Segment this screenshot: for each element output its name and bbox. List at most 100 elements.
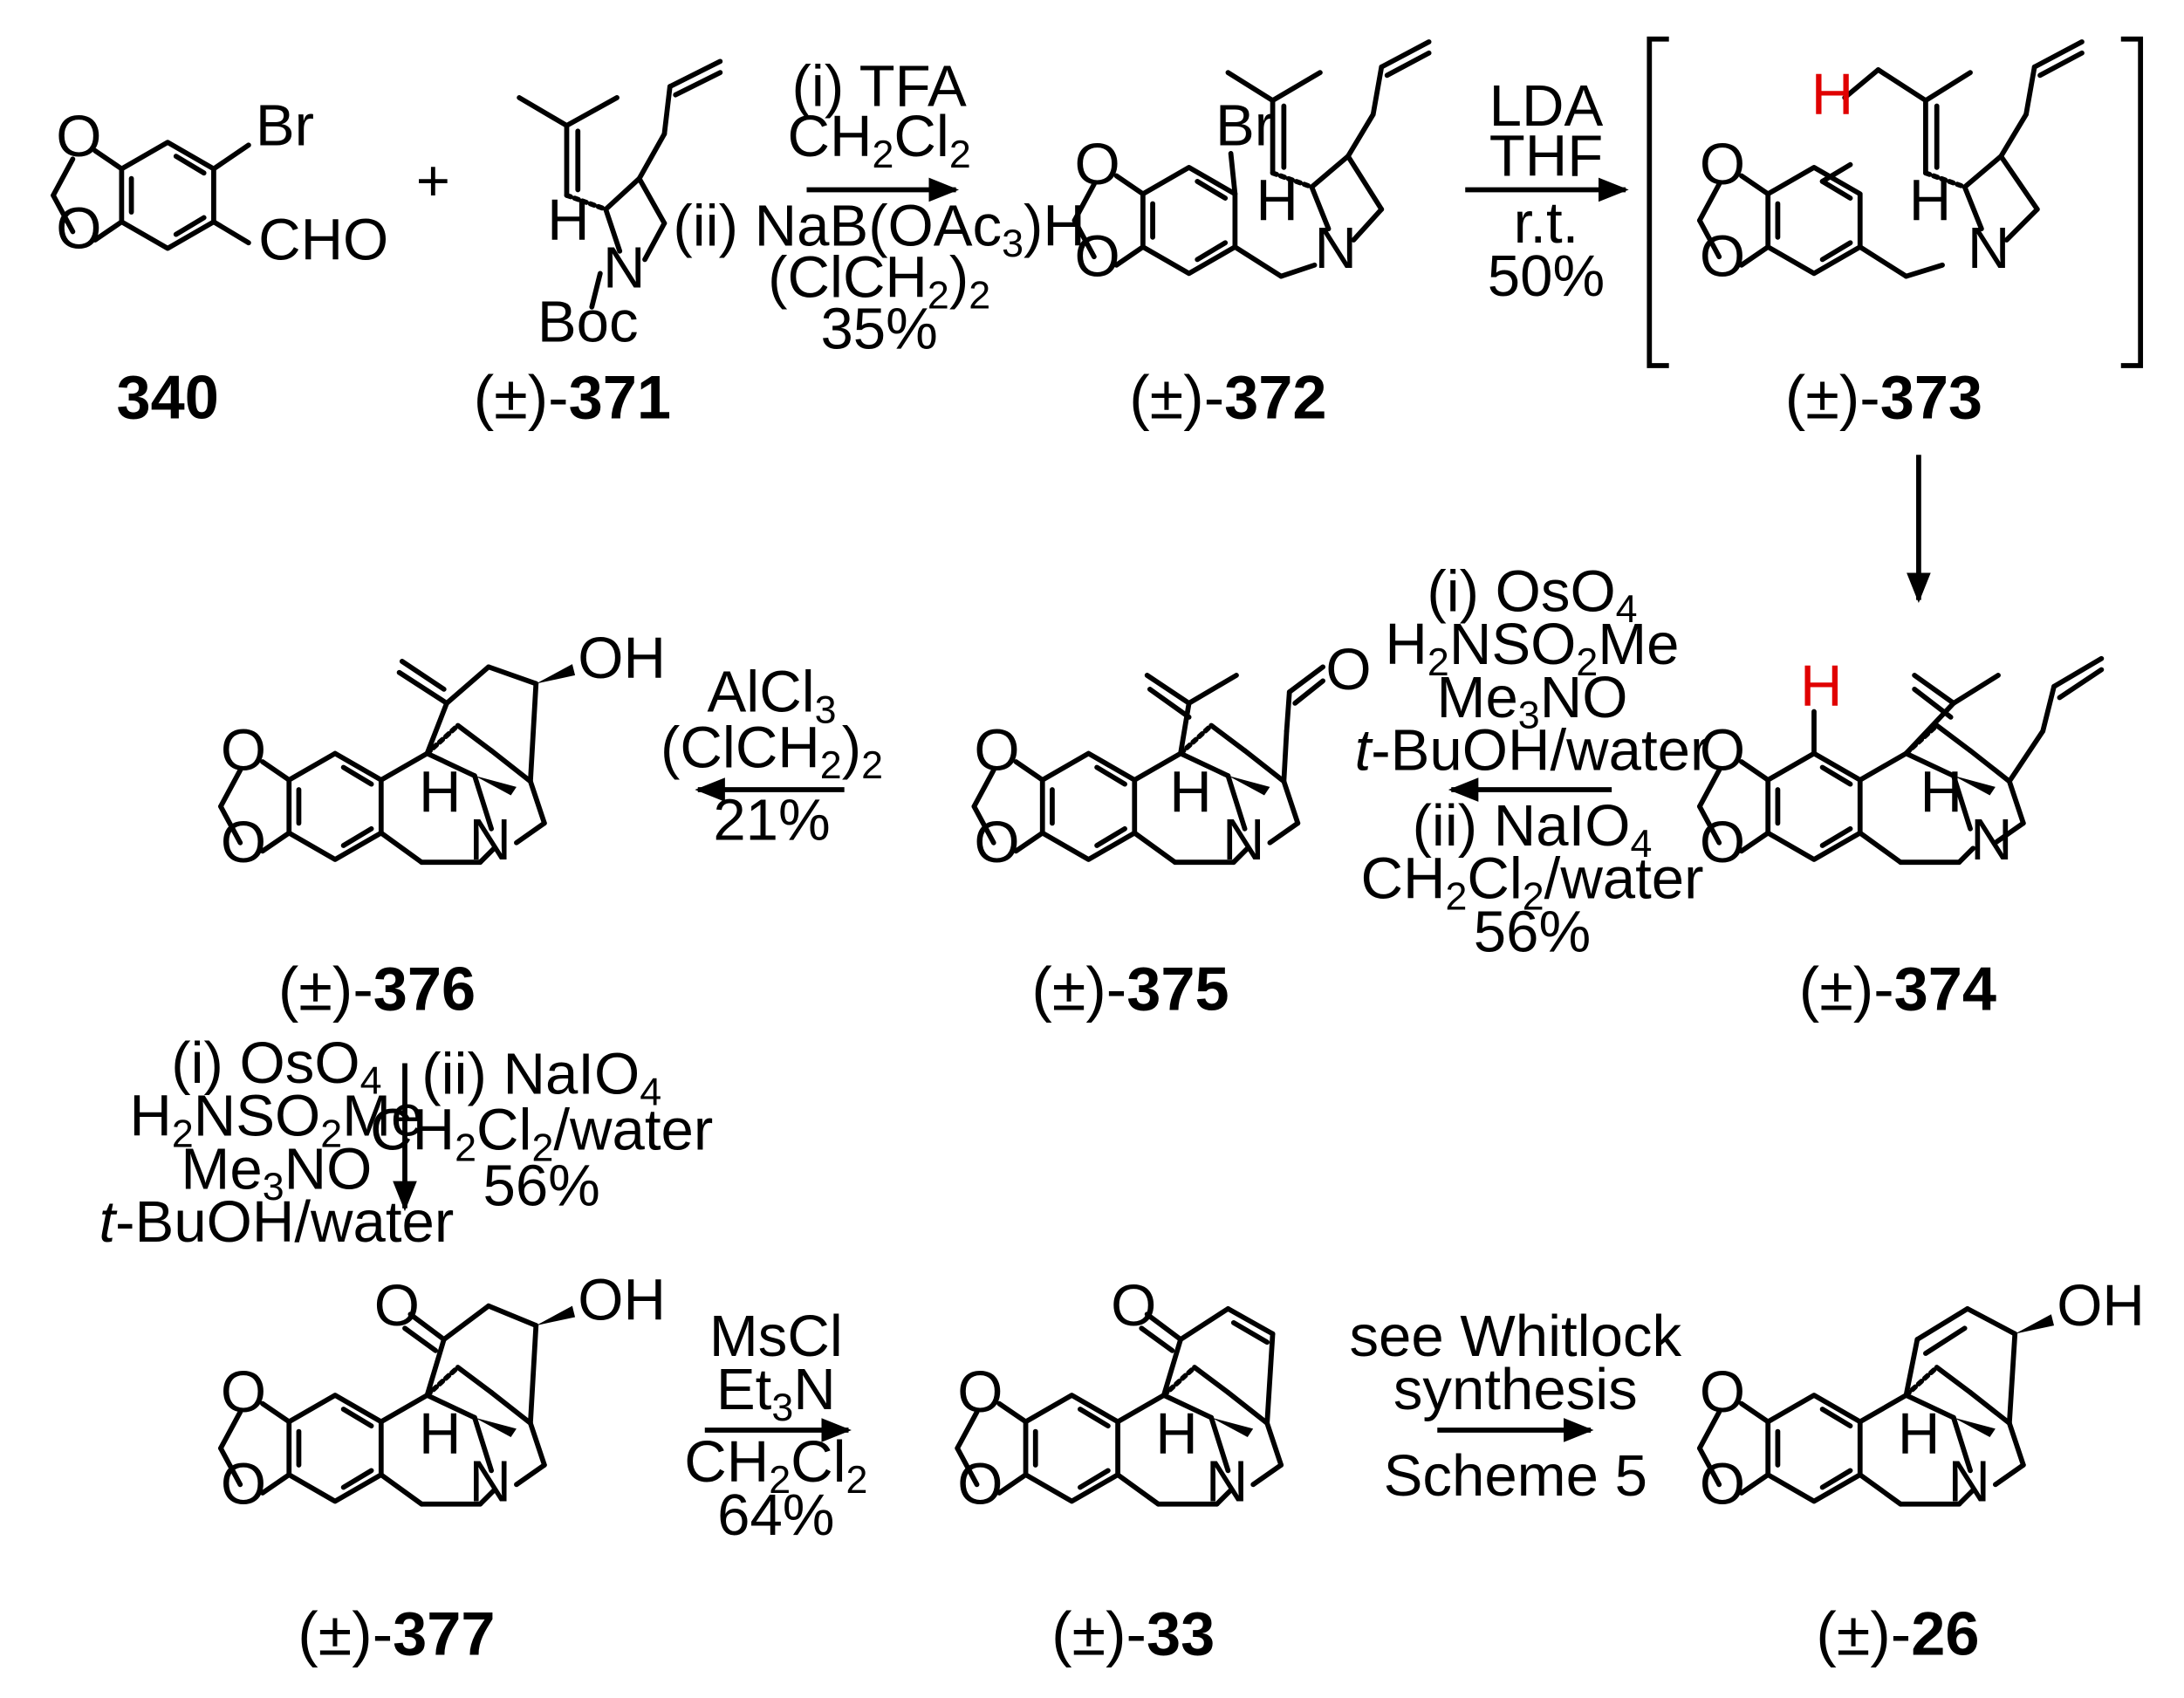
svg-text:see Whitlock: see Whitlock bbox=[1350, 1304, 1682, 1369]
oxygen-atom: O bbox=[56, 196, 101, 262]
svg-text:56%: 56% bbox=[483, 1154, 599, 1219]
label-371: (±)-371 bbox=[474, 363, 671, 432]
compound-340-structure: Br CHO O O bbox=[53, 92, 388, 272]
bromo-atom: Br bbox=[256, 92, 314, 158]
svg-text:MsCl: MsCl bbox=[709, 1304, 843, 1369]
compound-376-structure: OH H N O O bbox=[221, 626, 666, 875]
svg-text:synthesis: synthesis bbox=[1393, 1357, 1638, 1422]
svg-text:Me3NO: Me3NO bbox=[1437, 665, 1628, 737]
hydroxyl-group: OH bbox=[578, 1268, 666, 1333]
hydrogen-atom: H bbox=[1920, 760, 1962, 825]
svg-text:CH2Cl2: CH2Cl2 bbox=[684, 1429, 867, 1502]
hydrogen-atom: H bbox=[1909, 168, 1952, 234]
svg-text:(ii) NaB(OAc3)H: (ii) NaB(OAc3)H bbox=[673, 193, 1085, 265]
label-374: (±)-374 bbox=[1799, 955, 1996, 1024]
compound-377-structure: O OH H N O O bbox=[221, 1268, 666, 1517]
oxygen-atom: O bbox=[56, 104, 101, 169]
hydrogen-atom: H bbox=[1898, 1401, 1941, 1467]
svg-text:H2NSO2Me: H2NSO2Me bbox=[129, 1084, 423, 1156]
conditions-step-5: (i) OsO4 H2NSO2Me Me3NO t-BuOH/water (ii… bbox=[99, 1030, 714, 1255]
svg-text:(ClCH2)2: (ClCH2)2 bbox=[661, 715, 883, 787]
compound-26-structure: OH H N O O bbox=[1700, 1273, 2145, 1517]
compound-374-structure: H H N O O bbox=[1700, 654, 2105, 875]
svg-text:(i) OsO4: (i) OsO4 bbox=[1427, 558, 1637, 631]
conditions-step-3: (i) OsO4 H2NSO2Me Me3NO t-BuOH/water (ii… bbox=[1355, 558, 1710, 964]
oxygen-atom: O bbox=[957, 1359, 1003, 1425]
hydroxyl-group: OH bbox=[2057, 1273, 2145, 1339]
svg-text:CH2Cl2: CH2Cl2 bbox=[788, 104, 971, 176]
label-33: (±)-33 bbox=[1051, 1599, 1215, 1667]
oxygen-atom: O bbox=[221, 1452, 266, 1517]
oxygen-atom: O bbox=[1700, 810, 1745, 875]
label-373: (±)-373 bbox=[1785, 363, 1982, 432]
svg-text:t-BuOH/water: t-BuOH/water bbox=[1355, 718, 1710, 784]
oxygen-atom: O bbox=[1325, 637, 1371, 702]
svg-text:r.t.: r.t. bbox=[1514, 190, 1579, 256]
plus-sign: + bbox=[416, 148, 450, 214]
svg-text:AlCl3: AlCl3 bbox=[708, 659, 837, 731]
svg-text:LDA: LDA bbox=[1489, 73, 1604, 139]
hydroxyl-group: OH bbox=[578, 626, 666, 691]
ketone-oxygen: O bbox=[374, 1273, 420, 1339]
hydrogen-atom-highlighted: H bbox=[1800, 654, 1843, 719]
svg-text:(ii) NaIO4: (ii) NaIO4 bbox=[421, 1042, 661, 1114]
svg-text:21%: 21% bbox=[713, 788, 830, 853]
hydrogen-atom: H bbox=[1155, 1401, 1198, 1467]
ketone-oxygen: O bbox=[1111, 1273, 1156, 1339]
nitrogen-atom: N bbox=[469, 807, 511, 873]
oxygen-atom: O bbox=[1700, 224, 1745, 290]
nitrogen-atom: N bbox=[1968, 216, 2010, 281]
label-377: (±)-377 bbox=[298, 1599, 495, 1667]
compound-372-structure: Br H N O O bbox=[1075, 39, 1432, 290]
label-375: (±)-375 bbox=[1031, 955, 1229, 1024]
boc-group: Boc bbox=[537, 290, 639, 355]
svg-text:50%: 50% bbox=[1488, 243, 1605, 309]
oxygen-atom: O bbox=[1700, 132, 1745, 197]
svg-text:64%: 64% bbox=[717, 1482, 834, 1548]
label-372: (±)-372 bbox=[1129, 363, 1326, 432]
nitrogen-atom: N bbox=[1206, 1449, 1248, 1515]
svg-text:CH2Cl2/water: CH2Cl2/water bbox=[370, 1098, 713, 1170]
hydrogen-atom: H bbox=[419, 1401, 462, 1467]
svg-text:THF: THF bbox=[1489, 123, 1604, 188]
nitrogen-atom: N bbox=[1948, 1449, 1990, 1515]
aldehyde-group: CHO bbox=[258, 207, 388, 272]
compound-373-structure: H H N O O bbox=[1647, 36, 2144, 368]
svg-text:H2NSO2Me: H2NSO2Me bbox=[1385, 612, 1679, 684]
nitrogen-atom: N bbox=[1315, 216, 1358, 281]
svg-text:56%: 56% bbox=[1474, 900, 1591, 965]
hydrogen-atom-highlighted: H bbox=[1811, 62, 1854, 127]
oxygen-atom: O bbox=[1075, 224, 1120, 290]
oxygen-atom: O bbox=[974, 718, 1019, 784]
conditions-step-4: AlCl3 (ClCH2)2 21% bbox=[661, 659, 883, 852]
svg-text:Et3N: Et3N bbox=[716, 1357, 836, 1429]
svg-text:(ii) NaIO4: (ii) NaIO4 bbox=[1413, 793, 1653, 866]
oxygen-atom: O bbox=[221, 718, 266, 784]
oxygen-atom: O bbox=[957, 1452, 1003, 1517]
nitrogen-atom: N bbox=[1222, 807, 1265, 873]
nitrogen-atom: N bbox=[603, 235, 646, 300]
compound-371-structure: H N Boc bbox=[517, 58, 723, 355]
svg-text:CH2Cl2/water: CH2Cl2/water bbox=[1360, 846, 1703, 919]
label-340: 340 bbox=[116, 363, 218, 432]
svg-text:(ClCH2)2: (ClCH2)2 bbox=[768, 245, 990, 318]
conditions-step-1: (i) TFA CH2Cl2 (ii) NaB(OAc3)H (ClCH2)2 … bbox=[673, 54, 1085, 362]
conditions-step-7: see Whitlock synthesis Scheme 5 bbox=[1350, 1304, 1682, 1509]
hydrogen-atom: H bbox=[1169, 760, 1212, 825]
svg-text:(i) TFA: (i) TFA bbox=[792, 54, 967, 120]
svg-text:(i) OsO4: (i) OsO4 bbox=[171, 1030, 381, 1103]
oxygen-atom: O bbox=[974, 810, 1019, 875]
oxygen-atom: O bbox=[1075, 132, 1120, 197]
oxygen-atom: O bbox=[221, 1359, 266, 1425]
nitrogen-atom: N bbox=[469, 1449, 511, 1515]
svg-text:t-BuOH/water: t-BuOH/water bbox=[99, 1189, 455, 1255]
compound-33-structure: O H N O O bbox=[957, 1273, 1281, 1517]
svg-text:Me3NO: Me3NO bbox=[181, 1136, 372, 1208]
hydrogen-atom: H bbox=[1256, 168, 1298, 234]
svg-text:35%: 35% bbox=[820, 297, 937, 362]
svg-text:Scheme 5: Scheme 5 bbox=[1384, 1443, 1647, 1509]
compound-375-structure: O H N O O bbox=[974, 637, 1372, 875]
bromo-atom: Br bbox=[1215, 92, 1274, 158]
label-26: (±)-26 bbox=[1816, 1599, 1979, 1667]
